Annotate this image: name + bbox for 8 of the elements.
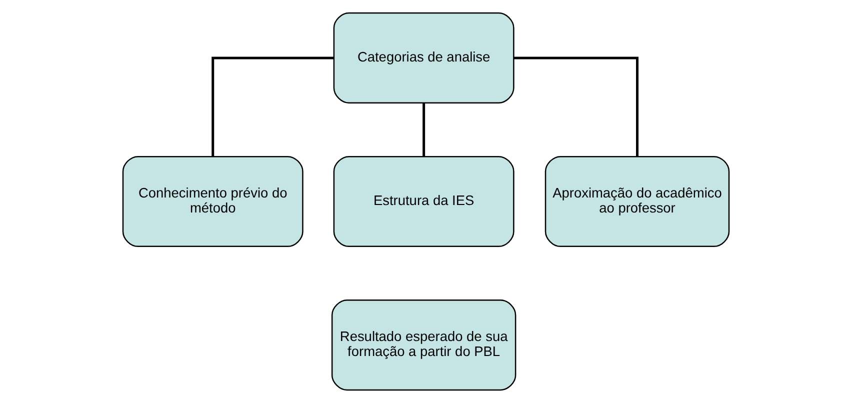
- node-box: Estrutura da IES: [332, 156, 514, 248]
- node-box: Conhecimento prévio do método: [122, 156, 303, 248]
- connector: [513, 56, 638, 156]
- node-box: Aproximação do acadêmico ao professor: [544, 156, 730, 248]
- node-box: Resultado esperado de sua formação a partir do PBL: [330, 299, 516, 391]
- connector: [422, 102, 425, 156]
- connector: [211, 56, 334, 156]
- node-box: Categorias de analise: [332, 12, 514, 104]
